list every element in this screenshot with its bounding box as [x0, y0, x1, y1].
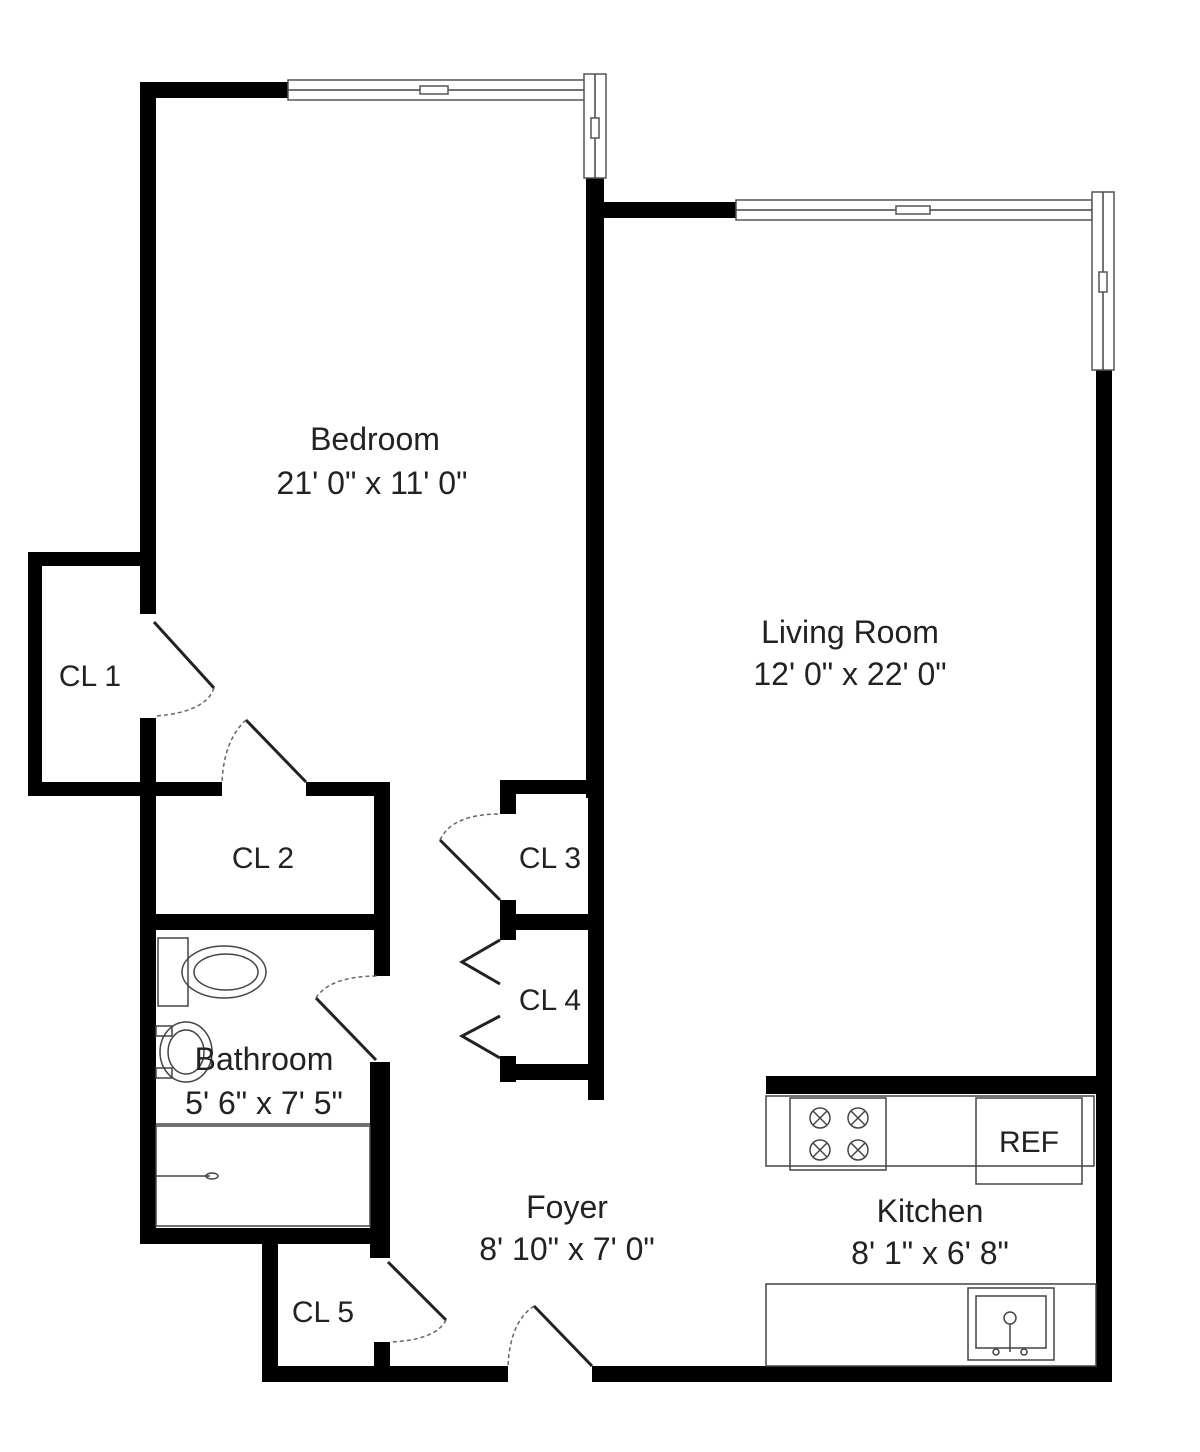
bathtub-icon — [155, 1125, 371, 1227]
kitchen-counter-bottom — [765, 1283, 1097, 1367]
sink-icon — [155, 1021, 213, 1083]
living-room-window — [735, 191, 1115, 371]
closet-3-label: CL 3 — [519, 842, 581, 875]
bathroom-door — [314, 975, 379, 1062]
refrigerator-icon: REF — [975, 1097, 1083, 1185]
living-room-dimensions: 12' 0" x 22' 0" — [753, 656, 946, 692]
bathroom-label: Bathroom — [195, 1041, 334, 1077]
bathroom-dimensions: 5' 6" x 7' 5" — [185, 1085, 343, 1121]
bedroom-label: Bedroom — [310, 421, 440, 457]
kitchen-label: Kitchen — [877, 1193, 984, 1229]
refrigerator-label: REF — [999, 1126, 1059, 1159]
kitchen-dimensions: 8' 1" x 6' 8" — [851, 1235, 1009, 1271]
cl3-door — [438, 813, 502, 902]
living-room-label: Living Room — [761, 614, 939, 650]
closet-5-label: CL 5 — [292, 1296, 354, 1329]
bedroom-dimensions: 21' 0" x 11' 0" — [277, 465, 468, 501]
foyer-dimensions: 8' 10" x 7' 0" — [479, 1231, 654, 1267]
foyer-label: Foyer — [526, 1189, 608, 1225]
toilet-icon — [157, 937, 267, 1007]
stove-icon — [789, 1097, 887, 1171]
cl4-bifold-door — [458, 938, 501, 1060]
entry-door — [507, 1304, 594, 1368]
closet-4-label: CL 4 — [519, 984, 581, 1017]
cl5-door — [386, 1260, 448, 1343]
kitchen-counter-top — [765, 1095, 1095, 1167]
closet-1-label: CL 1 — [59, 660, 121, 693]
walls — [28, 82, 1112, 1382]
bedroom-window — [287, 73, 607, 179]
cl2-door — [221, 718, 308, 784]
kitchen-sink-icon — [967, 1287, 1055, 1361]
closet-2-label: CL 2 — [232, 842, 294, 875]
cl1-door — [152, 620, 216, 717]
